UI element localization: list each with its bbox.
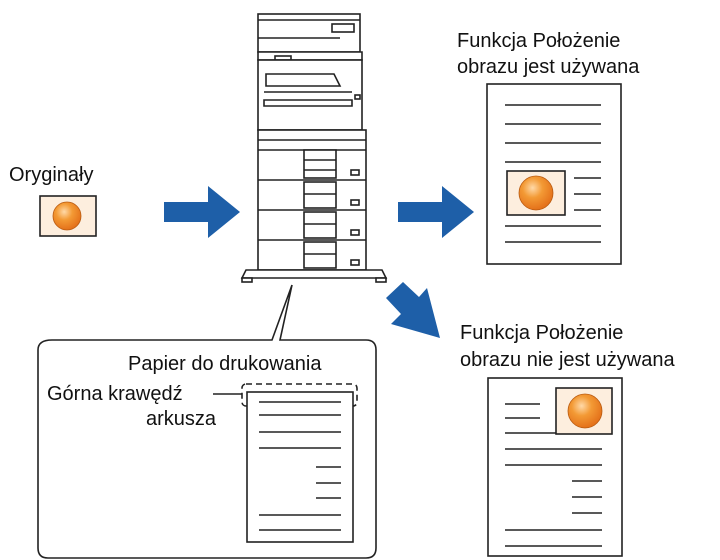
without-position-title-line2: obrazu nie jest używana — [460, 349, 675, 371]
without-position-title-line1: Funkcja Położenie — [460, 322, 623, 344]
document-with-image-position — [486, 83, 622, 265]
top-edge-dashed-box — [241, 383, 358, 407]
arrow-to-result-without-position — [386, 282, 440, 338]
top-edge-label-line1: Górna krawędź — [47, 383, 183, 405]
arrow-to-result-with-position — [398, 186, 474, 238]
paper-trays — [258, 149, 366, 269]
shifted-image-icon — [518, 175, 554, 211]
arrow-to-printer — [164, 186, 240, 238]
printed-sheet — [246, 391, 354, 543]
original-image-icon — [52, 201, 82, 231]
with-position-title-line1: Funkcja Położenie — [457, 30, 620, 52]
originals-label: Oryginały — [9, 164, 93, 186]
original-document — [39, 195, 97, 237]
unshifted-image-icon — [567, 393, 603, 429]
top-edge-label-line2: arkusza — [146, 408, 217, 430]
printer-icon — [240, 13, 388, 283]
with-position-title-line2: obrazu jest używana — [457, 56, 640, 78]
paper-label: Papier do drukowania — [128, 353, 322, 375]
document-without-image-position — [487, 377, 623, 557]
